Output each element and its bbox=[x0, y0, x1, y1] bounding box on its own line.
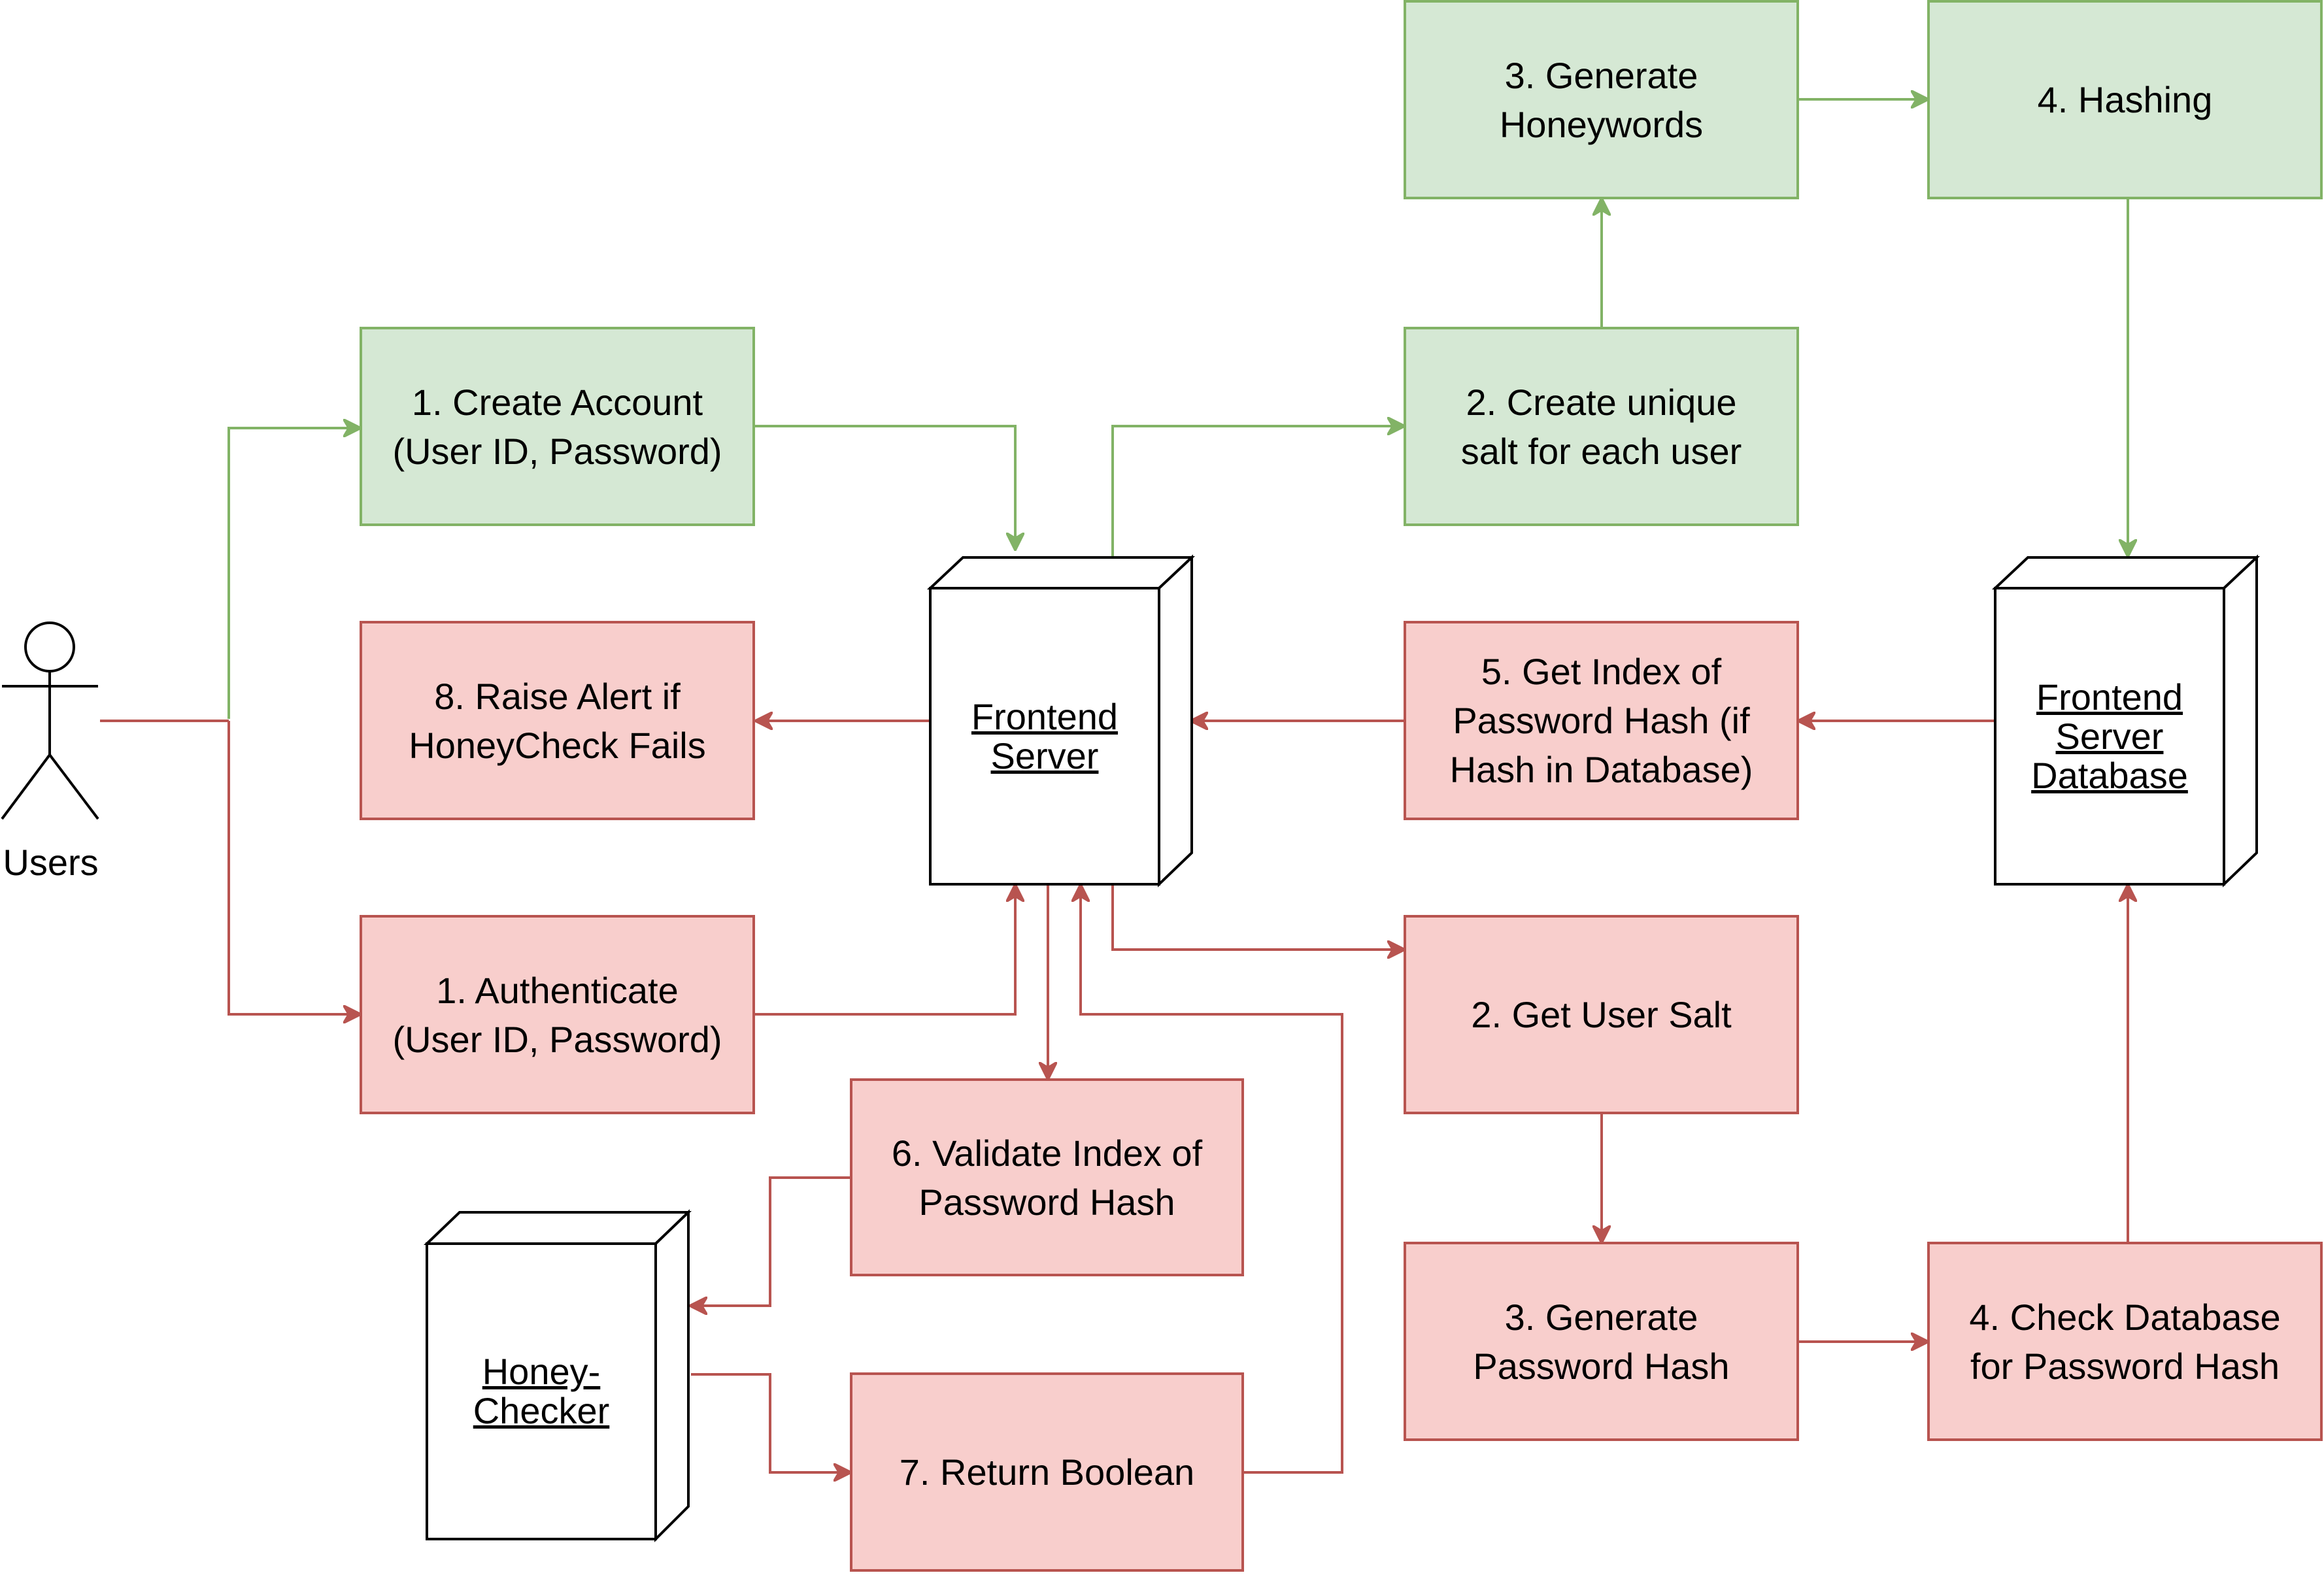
edge-frontend-to-create-salt bbox=[1111, 426, 1404, 559]
edge-return-boolean-to-frontend bbox=[1081, 886, 1343, 1474]
generate-honeywords-step: 3. Generate Honeywords bbox=[1404, 0, 1799, 199]
honey-checker-node-shape bbox=[424, 1209, 692, 1542]
frontend-db-node-shape bbox=[1991, 554, 2261, 887]
validate-index-step: 6. Validate Index of Password Hash bbox=[850, 1078, 1244, 1276]
authenticate-step: 1. Authenticate (User ID, Password) bbox=[360, 915, 755, 1114]
edge-validate-index-to-honeychecker bbox=[691, 1176, 850, 1306]
check-database-step: 4. Check Database for Password Hash bbox=[1927, 1242, 2323, 1441]
frontend-server-node-shape bbox=[926, 554, 1196, 887]
create-salt-step: 2. Create unique salt for each user bbox=[1404, 327, 1799, 526]
edge-honeychecker-to-return-boolean bbox=[691, 1373, 850, 1472]
frontend-server-label: Frontend Server bbox=[971, 695, 1119, 776]
honey-checker-label: Honey- Checker bbox=[473, 1351, 610, 1431]
edge-frontend-to-get-salt bbox=[1111, 886, 1404, 950]
edge-users-to-create-account bbox=[227, 428, 360, 719]
raise-alert-step: 8. Raise Alert if HoneyCheck Fails bbox=[360, 621, 755, 820]
edge-authenticate-to-frontend bbox=[755, 886, 1015, 1016]
edge-users-to-authenticate bbox=[227, 721, 360, 1014]
hashing-step: 4. Hashing bbox=[1927, 0, 2323, 199]
return-boolean-step: 7. Return Boolean bbox=[850, 1372, 1244, 1572]
users-label: Users bbox=[3, 842, 99, 883]
get-user-salt-step: 2. Get User Salt bbox=[1404, 915, 1799, 1114]
edge-create-account-to-frontend bbox=[755, 425, 1015, 549]
get-index-step: 5. Get Index of Password Hash (if Hash i… bbox=[1404, 621, 1799, 820]
create-account-step: 1. Create Account (User ID, Password) bbox=[360, 327, 755, 526]
stick-figure-icon bbox=[1, 622, 99, 820]
generate-password-hash-step: 3. Generate Password Hash bbox=[1404, 1242, 1799, 1441]
frontend-db-label: Frontend Server Database bbox=[2031, 676, 2188, 796]
